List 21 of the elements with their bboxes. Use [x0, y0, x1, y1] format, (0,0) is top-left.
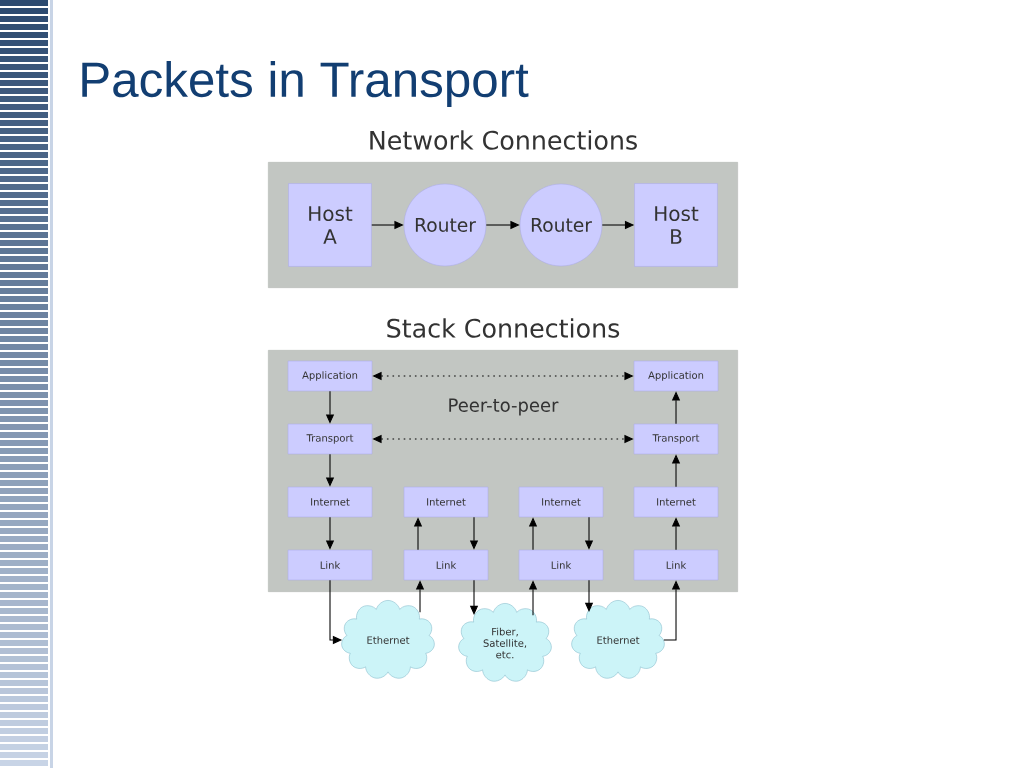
layer-box: Host A [288, 183, 372, 267]
panel-heading: Network Connections [370, 130, 637, 150]
layer-box: Link [633, 549, 719, 581]
layer-box: Transport [287, 423, 373, 455]
layer-box: Internet [518, 486, 604, 518]
panel-text: Peer-to-peer [449, 398, 559, 416]
panel-heading: Stack Connections [387, 318, 620, 338]
layer-box: Internet [287, 486, 373, 518]
layer-box: Link [287, 549, 373, 581]
layer-box: Transport [633, 423, 719, 455]
layer-box: Internet [403, 486, 489, 518]
network-cloud: Fiber, Satellite, etc. [458, 603, 552, 682]
layer-box: Application [633, 360, 719, 392]
layer-box: Internet [633, 486, 719, 518]
network-cloud: Ethernet [341, 600, 435, 679]
network-cloud: Ethernet [571, 600, 665, 679]
layer-box: Link [403, 549, 489, 581]
slide-title: Packets in Transport [82, 61, 529, 107]
layer-box: Host B [634, 183, 718, 267]
layer-box: Link [518, 549, 604, 581]
layer-box: Application [287, 360, 373, 392]
